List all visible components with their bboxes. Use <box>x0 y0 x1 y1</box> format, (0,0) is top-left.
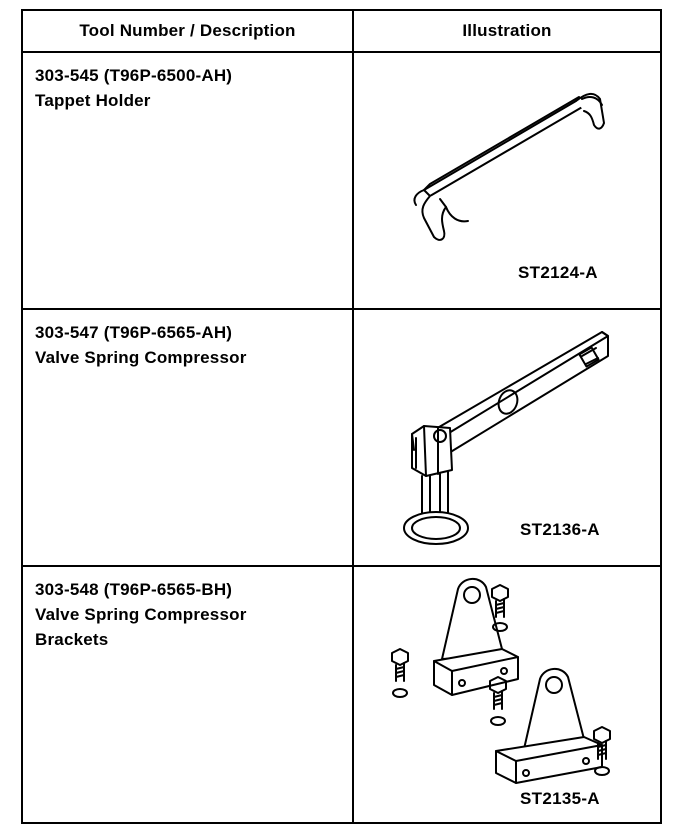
valve-spring-compressor-drawing <box>403 331 609 545</box>
tool-number: 303-547 (T96P-6565-AH) <box>35 323 233 342</box>
header-row: Tool Number / Description Illustration <box>21 9 662 53</box>
tool-description: Valve Spring Compressor <box>35 348 247 367</box>
tool-cell: 303-547 (T96P-6565-AH) Valve Spring Comp… <box>21 308 354 567</box>
illustration-cell: ST2124-A <box>352 51 662 310</box>
tool-cell: 303-548 (T96P-6565-BH) Valve Spring Comp… <box>21 565 354 824</box>
table-row: 303-545 (T96P-6500-AH) Tappet Holder <box>21 51 662 310</box>
illustration-cell: ST2135-A <box>352 565 662 824</box>
header-illustration: Illustration <box>352 9 662 53</box>
illustration-cell: ST2136-A <box>352 308 662 567</box>
table-row: 303-548 (T96P-6565-BH) Valve Spring Comp… <box>21 565 662 824</box>
bolt-icon <box>489 676 507 726</box>
compressor-brackets-drawing <box>391 578 611 784</box>
tool-description: Tappet Holder <box>35 91 151 110</box>
tools-table: Tool Number / Description Illustration 3… <box>21 9 662 824</box>
bolt-icon <box>593 726 611 776</box>
tool-description: Brackets <box>35 630 109 649</box>
tool-cell: 303-545 (T96P-6500-AH) Tappet Holder <box>21 51 354 310</box>
header-tool-number: Tool Number / Description <box>21 9 354 53</box>
figure-code: ST2124-A <box>518 263 598 282</box>
tool-number: 303-548 (T96P-6565-BH) <box>35 580 233 599</box>
figure-code: ST2136-A <box>520 520 600 539</box>
table-row: 303-547 (T96P-6565-AH) Valve Spring Comp… <box>21 308 662 567</box>
bolt-icon <box>491 584 509 632</box>
tappet-holder-drawing <box>413 93 605 241</box>
tool-description: Valve Spring Compressor <box>35 605 247 624</box>
figure-code: ST2135-A <box>520 789 600 808</box>
bolt-icon <box>391 648 409 698</box>
tool-number: 303-545 (T96P-6500-AH) <box>35 66 233 85</box>
